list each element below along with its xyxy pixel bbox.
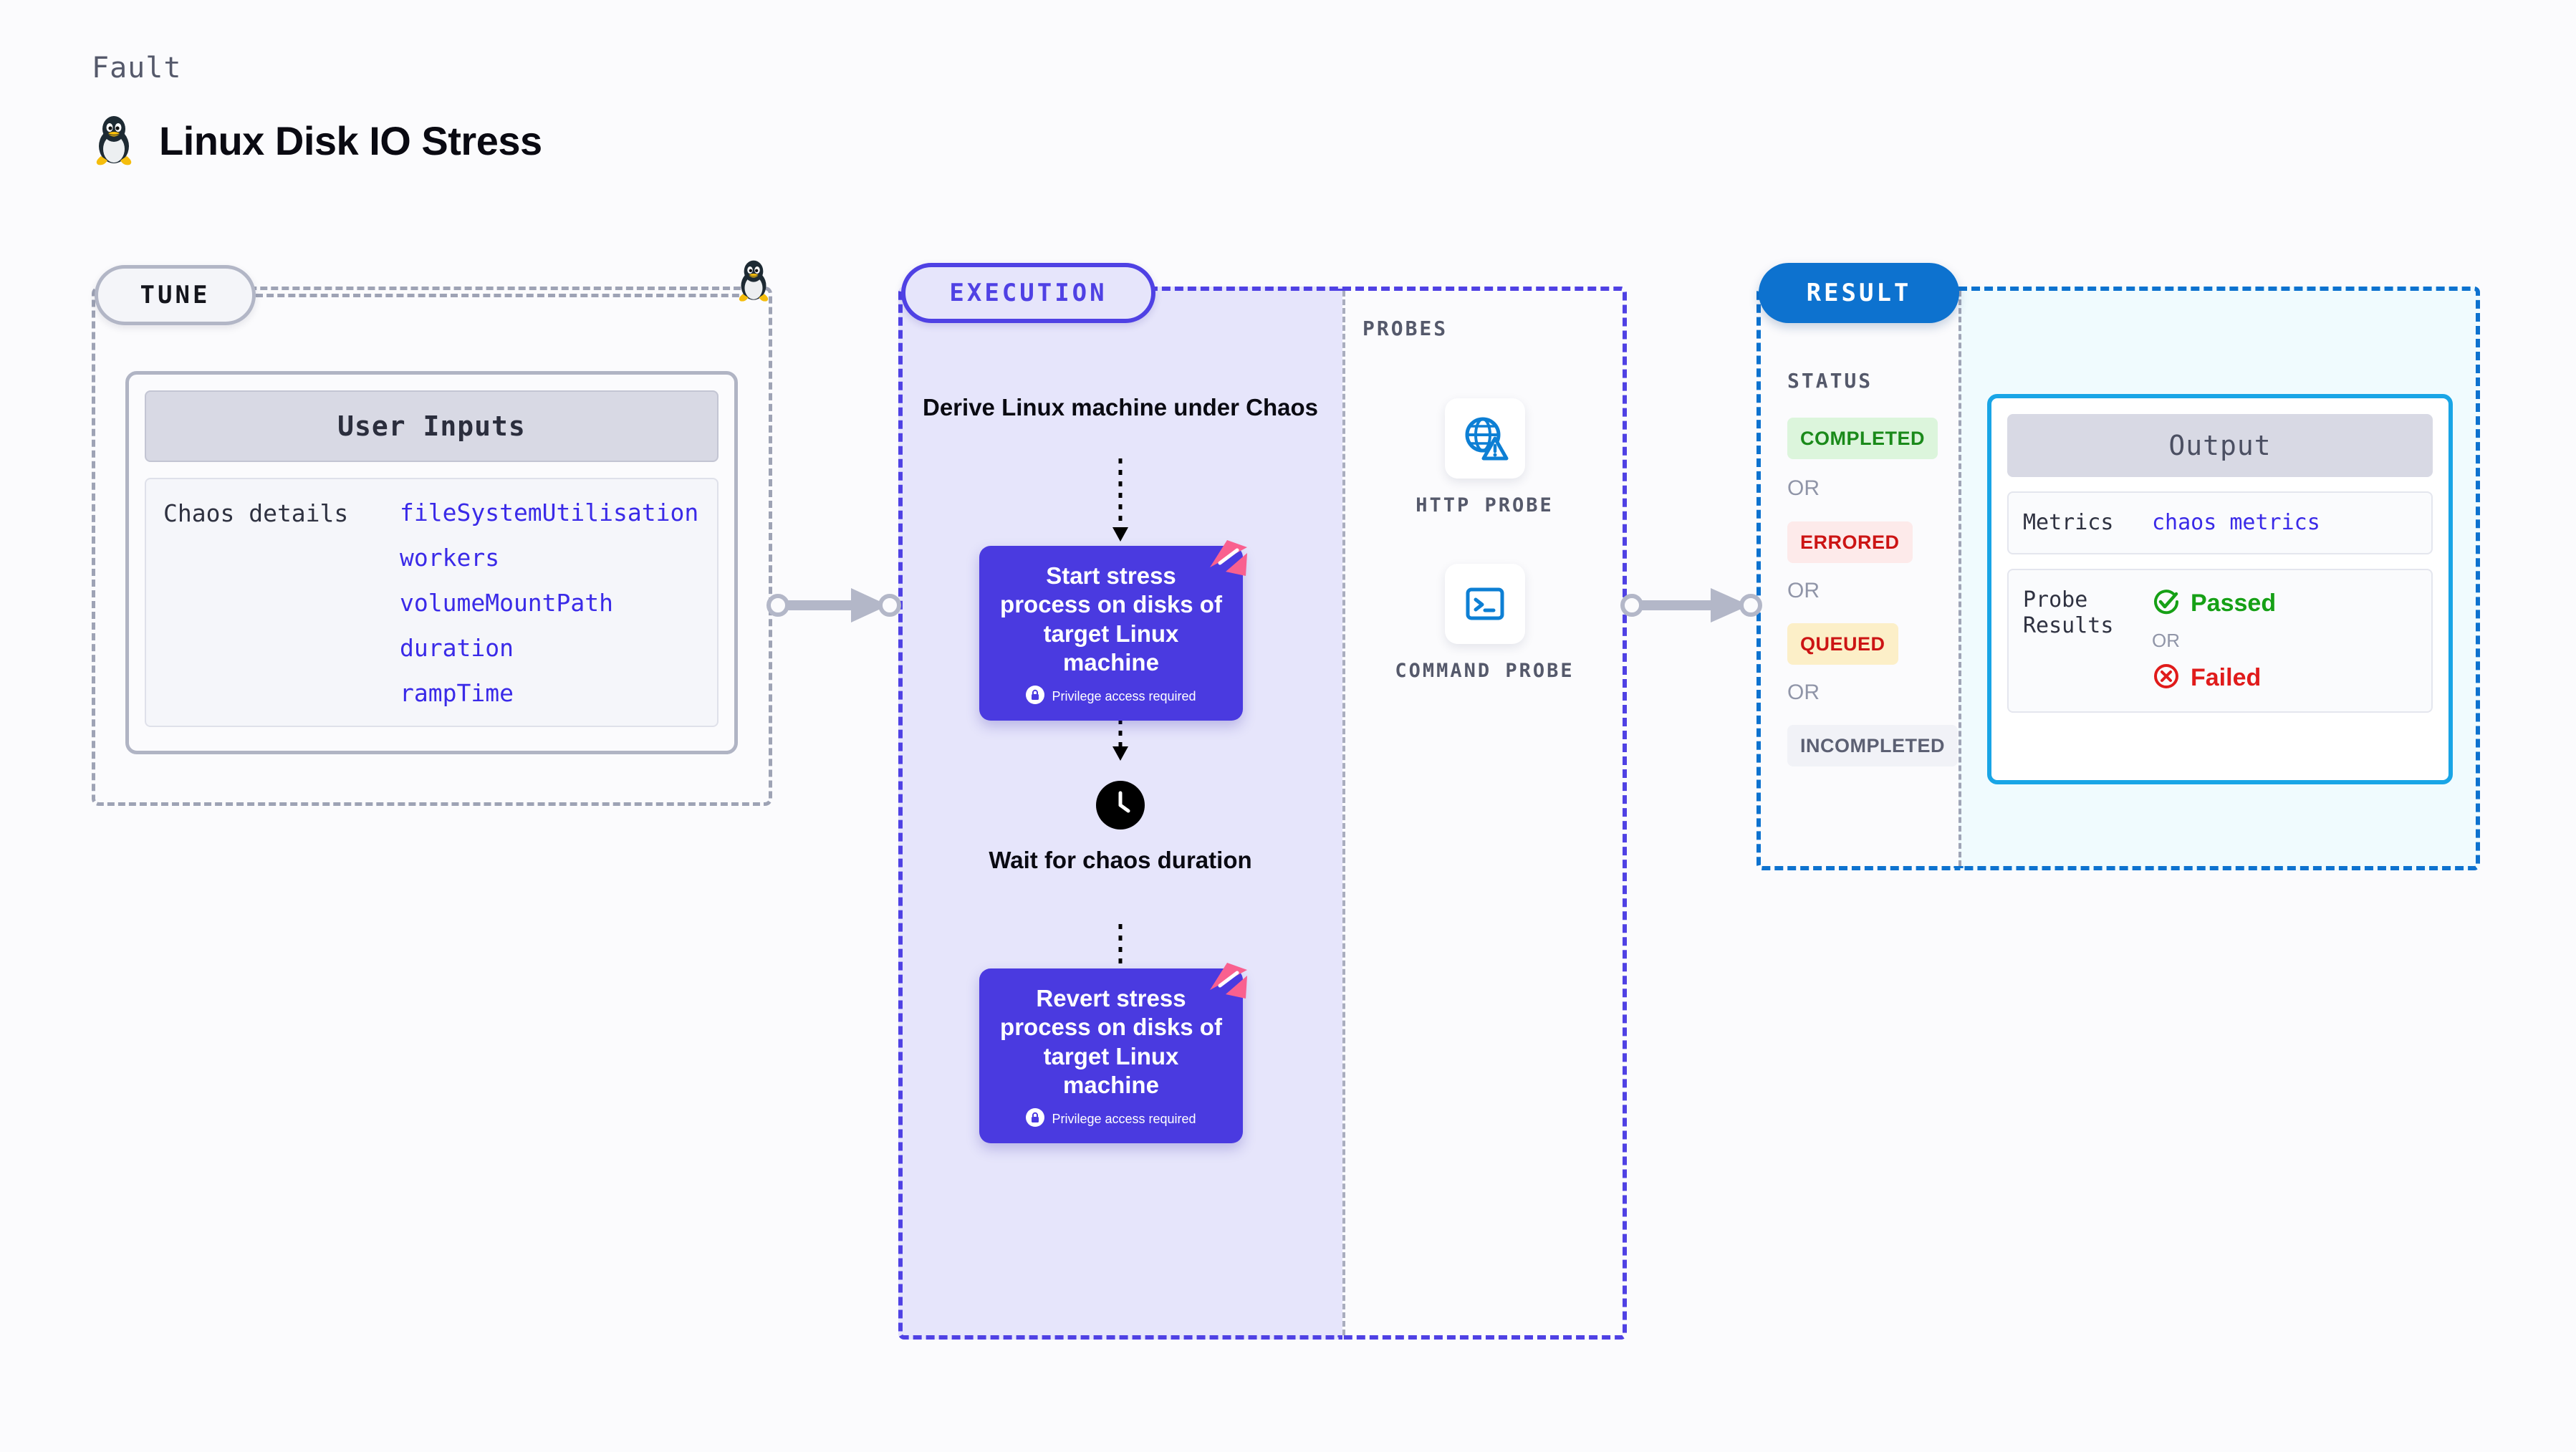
probe-caption: COMMAND PROBE [1395, 660, 1575, 682]
globe-warning-icon [1444, 398, 1525, 479]
chaos-card-revert-stress[interactable]: Revert stress process on disks of target… [979, 968, 1243, 1143]
probe-item-command[interactable]: COMMAND PROBE [1342, 564, 1627, 684]
status-or-2: OR [1787, 579, 1820, 602]
param-volumemountpath[interactable]: volumeMountPath [400, 589, 614, 617]
probe-caption: HTTP PROBE [1416, 494, 1554, 516]
page-title-row: Linux Disk IO Stress [92, 115, 542, 166]
chaos-card-title: Revert stress process on disks of target… [1000, 985, 1222, 1098]
right-arrow-connector [766, 584, 903, 630]
output-header: Output [2007, 414, 2433, 477]
probes-section-label: PROBES [1363, 317, 1448, 340]
status-badge-errored: ERRORED [1787, 521, 1913, 563]
execution-step-wait: Wait for chaos duration [989, 847, 1252, 873]
probe-item-http[interactable]: HTTP PROBE [1342, 398, 1627, 519]
right-arrow-connector [1620, 584, 1764, 630]
output-card: Output Metrics chaos metrics Probe Resul… [1987, 394, 2453, 784]
param-workers[interactable]: workers [400, 544, 500, 572]
probe-result-failed: Failed [2152, 662, 2276, 694]
check-circle-icon [2152, 587, 2181, 620]
metrics-value[interactable]: chaos metrics [2152, 510, 2320, 535]
litmus-badge-icon [1206, 961, 1250, 1005]
privilege-access-label: Privilege access required [1052, 689, 1196, 703]
privilege-access-label: Privilege access required [1052, 1112, 1196, 1126]
param-ramptime[interactable]: rampTime [400, 679, 514, 707]
passed-label: Passed [2191, 590, 2277, 617]
litmus-badge-icon [1206, 539, 1250, 582]
probe-results-values: Passed OR Failed [2152, 587, 2276, 694]
tux-penguin-icon [735, 259, 772, 306]
lock-icon [1026, 1108, 1045, 1130]
lock-icon [1026, 686, 1045, 708]
output-row-metrics: Metrics chaos metrics [2007, 491, 2433, 554]
privilege-access-row: Privilege access required [998, 1108, 1224, 1130]
param-filesystemutilisation[interactable]: fileSystemUtilisation [400, 499, 699, 527]
status-badge-queued: QUEUED [1787, 623, 1898, 665]
probes-divider [1342, 291, 1345, 1335]
status-section-label: STATUS [1787, 369, 1873, 393]
probe-result-or: OR [2152, 630, 2180, 651]
probe-result-passed: Passed [2152, 587, 2276, 620]
execution-pill-label: EXECUTION [901, 263, 1155, 323]
privilege-access-row: Privilege access required [998, 686, 1224, 708]
tux-penguin-icon [92, 115, 136, 166]
chaos-card-start-stress[interactable]: Start stress process on disks of target … [979, 546, 1243, 721]
clock-icon [1096, 781, 1145, 833]
status-badge-incompleted: INCOMPLETED [1787, 725, 1959, 766]
result-status-panel [1756, 287, 1959, 870]
terminal-icon [1444, 564, 1525, 644]
flow-arrow-down-1 [1103, 458, 1138, 548]
probe-results-label: Probe Results [2023, 587, 2114, 638]
metrics-label: Metrics [2023, 510, 2114, 535]
failed-label: Failed [2191, 664, 2262, 691]
page-kicker: Fault [92, 52, 182, 85]
tune-top-dashed-line [256, 294, 750, 297]
execution-step-derive: Derive Linux machine under Chaos [923, 394, 1318, 420]
x-circle-icon [2152, 662, 2181, 694]
user-inputs-body: Chaos details fileSystemUtilisation work… [145, 478, 719, 727]
result-pill-label: RESULT [1759, 263, 1959, 323]
status-or-3: OR [1787, 681, 1820, 704]
output-row-probe-results: Probe Results Passed OR [2007, 569, 2433, 713]
chaos-details-label: Chaos details [163, 499, 349, 527]
param-duration[interactable]: duration [400, 634, 514, 662]
chaos-details-param-list: fileSystemUtilisation workers volumeMoun… [400, 501, 698, 726]
result-divider [1959, 291, 1961, 866]
page-title: Linux Disk IO Stress [159, 117, 542, 163]
tune-pill-label: TUNE [95, 265, 256, 325]
status-or-1: OR [1787, 476, 1820, 500]
user-inputs-header: User Inputs [145, 390, 719, 462]
chaos-card-title: Start stress process on disks of target … [1000, 562, 1222, 675]
user-inputs-card: User Inputs Chaos details fileSystemUtil… [125, 371, 738, 754]
status-badge-completed: COMPLETED [1787, 418, 1938, 459]
